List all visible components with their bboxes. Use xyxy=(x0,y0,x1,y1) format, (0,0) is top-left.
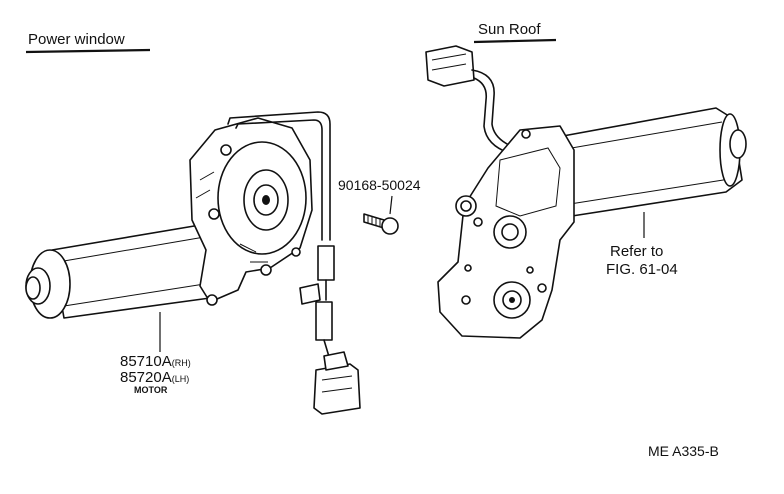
sun-roof-title-underline xyxy=(473,38,557,44)
motor-part-lh-suffix: (LH) xyxy=(172,374,190,384)
power-window-motor xyxy=(25,117,313,319)
screw-group: 90168-50024 xyxy=(338,177,421,235)
power-window-connector xyxy=(313,363,361,415)
refer-line-1: Refer to xyxy=(610,243,663,260)
figure-code: ME A335-B xyxy=(648,443,719,459)
harness-clip-lower xyxy=(315,301,333,341)
sun-roof-motor xyxy=(437,107,747,339)
motor-part-rh: 85710A xyxy=(120,353,172,370)
sun-roof-motor-body xyxy=(551,107,743,217)
sun-roof-title-group: Sun Roof xyxy=(473,21,557,44)
power-window-title-group: Power window xyxy=(25,31,151,54)
sun-roof-connector-assembly xyxy=(425,45,517,155)
sun-roof-connector xyxy=(425,45,475,87)
motor-part-lh: 85720A xyxy=(120,369,172,386)
power-window-harness xyxy=(227,111,361,415)
screw-part-number: 90168-50024 xyxy=(338,177,421,193)
power-window-title-underline xyxy=(25,48,151,54)
screw xyxy=(363,213,385,229)
motor-caption: MOTOR xyxy=(134,385,168,395)
refer-line-2: FIG. 61-04 xyxy=(606,261,678,278)
screw-leader-line xyxy=(389,195,393,215)
power-window-title: Power window xyxy=(28,31,125,48)
sun-roof-title: Sun Roof xyxy=(478,21,541,38)
harness-clip-upper xyxy=(317,245,335,281)
svg-text:85710A(RH): 85710A(RH) xyxy=(120,353,191,370)
sun-roof-motor-end xyxy=(729,129,747,159)
motor-part-rh-suffix: (RH) xyxy=(172,358,191,368)
refer-label-group: Refer to FIG. 61-04 xyxy=(606,243,678,278)
svg-text:85720A(LH): 85720A(LH) xyxy=(120,369,189,386)
motor-label-group: 85710A(RH) 85720A(LH) MOTOR xyxy=(120,353,191,395)
